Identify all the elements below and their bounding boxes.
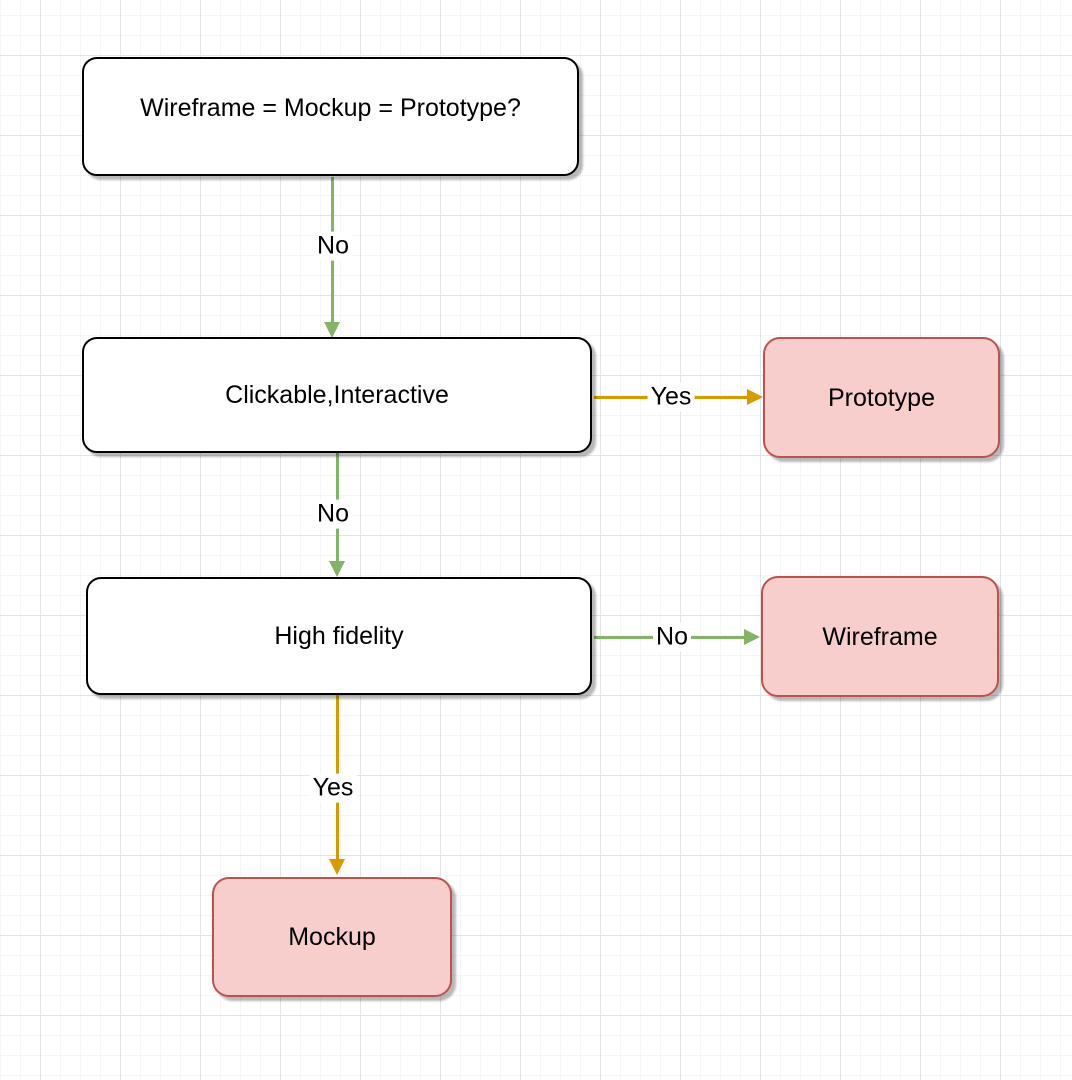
edge-label-no[interactable]: No (314, 499, 352, 529)
node-label: Wireframe = Mockup = Prototype? (140, 93, 521, 122)
node-result-mockup[interactable]: Mockup (212, 877, 452, 997)
node-question-clickable-interactive[interactable]: Clickable,Interactive (82, 337, 592, 453)
node-question-high-fidelity[interactable]: High fidelity (86, 577, 592, 695)
node-label: Wireframe (822, 622, 938, 651)
arrowhead-down-icon (329, 561, 345, 577)
edge-label-yes[interactable]: Yes (309, 773, 357, 803)
node-label: Mockup (288, 923, 376, 951)
node-label: Clickable,Interactive (225, 381, 449, 409)
node-label: High fidelity (274, 622, 404, 650)
node-label: Prototype (827, 383, 935, 412)
arrowhead-down-icon (324, 322, 340, 338)
arrowhead-down-icon (329, 859, 345, 875)
edge-label-no[interactable]: No (314, 231, 352, 261)
edge-label-yes[interactable]: Yes (647, 382, 695, 412)
arrowhead-right-icon (747, 389, 763, 405)
node-question-definitions[interactable]: Wireframe = Mockup = Prototype? (82, 57, 579, 176)
arrowhead-right-icon (744, 629, 760, 645)
node-result-prototype[interactable]: Prototype (763, 337, 1000, 458)
node-result-wireframe[interactable]: Wireframe (761, 576, 999, 697)
edge-label-no[interactable]: No (653, 622, 691, 652)
